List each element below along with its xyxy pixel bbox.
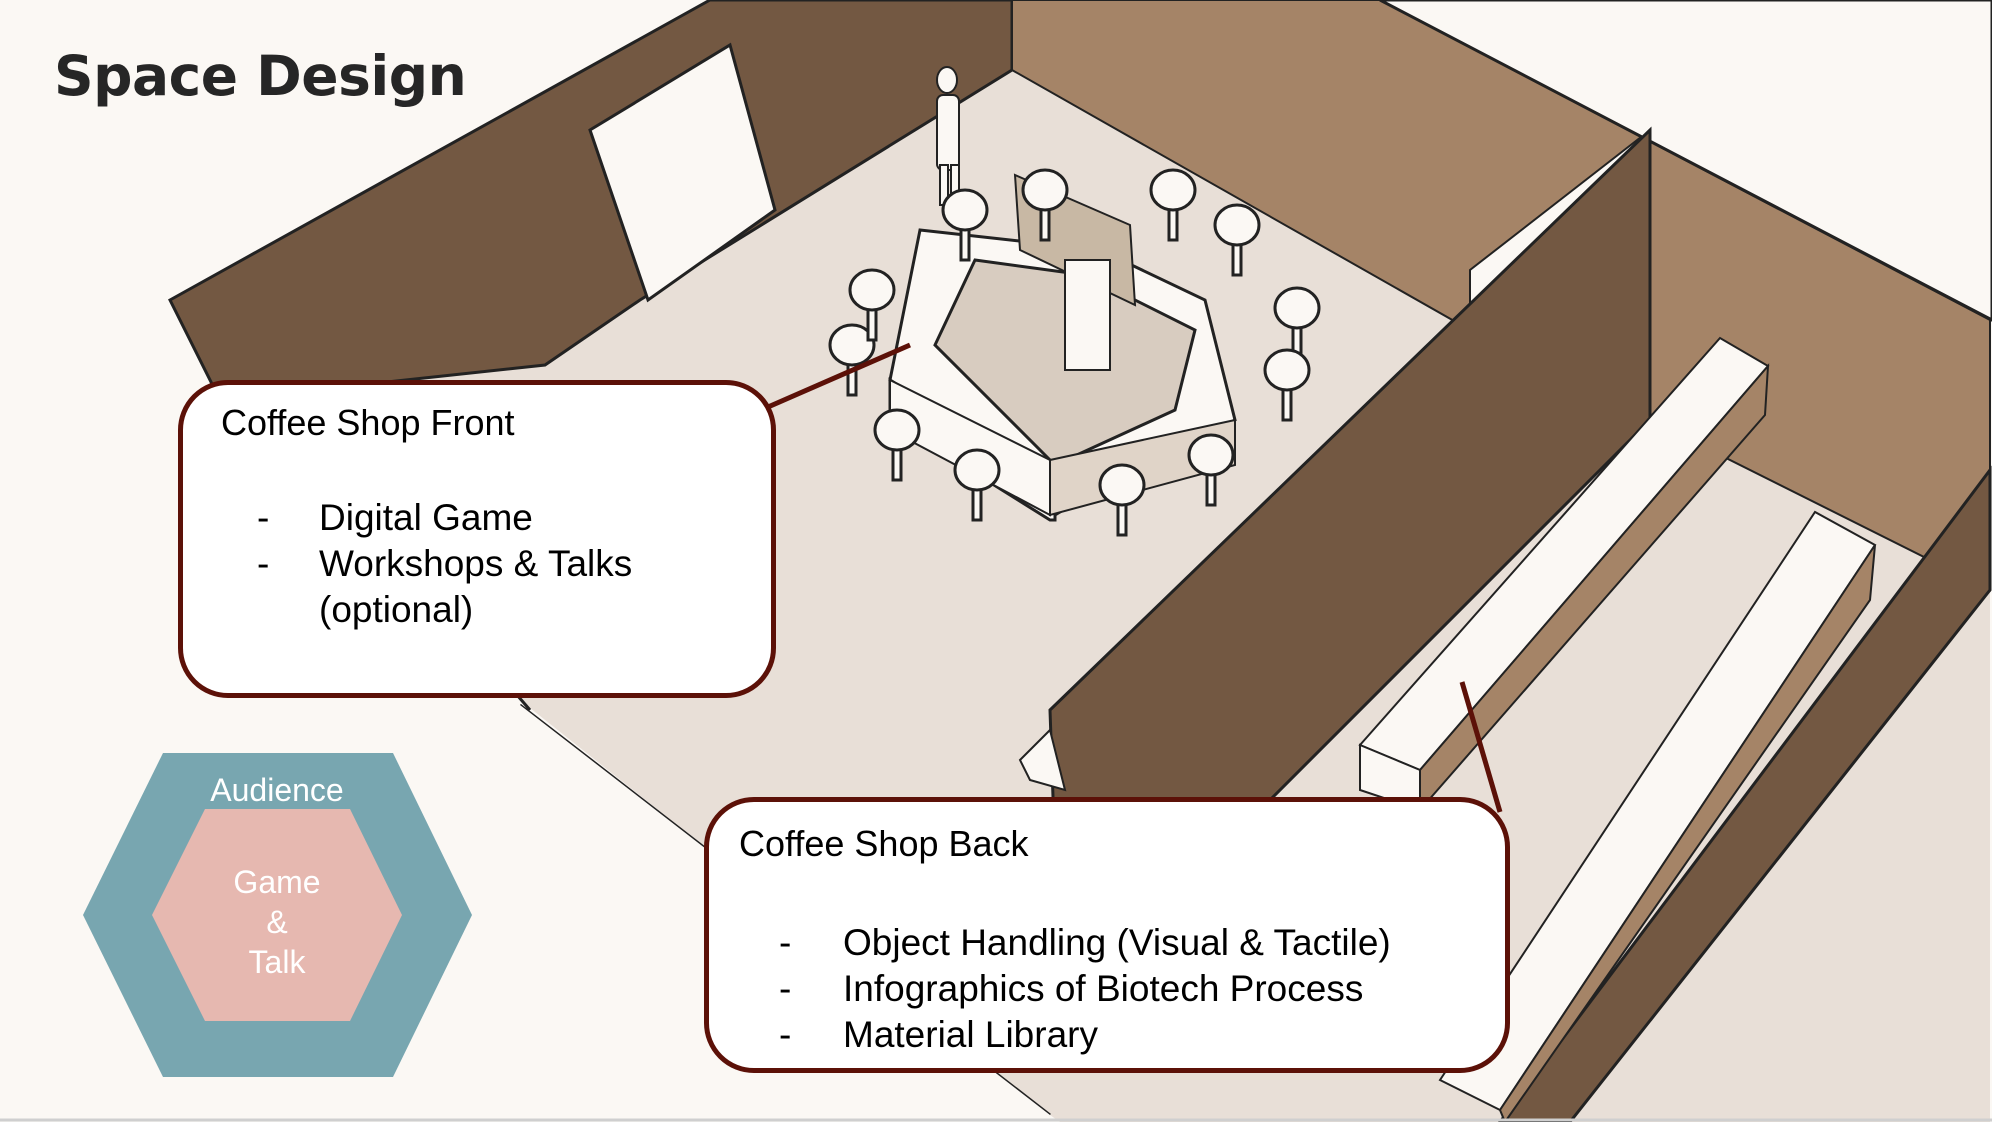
list-item-text: Material Library <box>843 1014 1098 1055</box>
exterior-top-right <box>1379 0 1992 322</box>
callout-front-leader <box>766 342 912 410</box>
stool-seat <box>1021 168 1069 212</box>
callout-back-list: - Object Handling (Visual & Tactile) - Inf… <box>739 920 1505 1058</box>
stool-seat <box>1149 168 1197 212</box>
list-item-text: Object Handling (Visual & Tactile) <box>843 922 1391 963</box>
list-item: - Digital Game <box>221 495 771 541</box>
list-item: - Object Handling (Visual & Tactile) <box>739 920 1505 966</box>
door <box>588 42 777 303</box>
stool-seat <box>1187 433 1235 477</box>
list-item: - Workshops & Talks (optional) <box>221 541 771 633</box>
menu-pillar <box>1064 259 1111 371</box>
callout-back-leader <box>1459 681 1503 813</box>
callout-coffee-shop-front: Coffee Shop Front - Digital Game - Worksho… <box>178 380 776 698</box>
bullet-dash: - <box>779 1014 792 1055</box>
list-item-text: Digital Game <box>319 497 533 538</box>
list-item-text: Workshops & Talks <box>319 543 633 584</box>
hex-inner-line: Talk <box>248 944 306 980</box>
hex-outer-label: Audience <box>210 772 344 808</box>
list-item: - Infographics of Biotech Process <box>739 966 1505 1012</box>
list-item-text-continued: (optional) <box>319 589 474 630</box>
bullet-dash: - <box>779 922 792 963</box>
shelf-2-side <box>1498 544 1876 1122</box>
bullet-dash: - <box>779 968 792 1009</box>
stool-seat <box>941 188 989 232</box>
counter-side-right <box>1049 418 1236 517</box>
callout-front-list: - Digital Game - Workshops & Talks (optiona… <box>221 495 771 633</box>
hex-inner-line: Game <box>233 864 321 900</box>
hex-inner <box>152 809 402 1021</box>
stool-seat <box>848 268 896 312</box>
stool-seat <box>828 323 876 367</box>
hex-inner-line: & <box>266 904 288 940</box>
bullet-dash: - <box>257 497 270 538</box>
stool-seat <box>1213 203 1261 247</box>
stool-seat <box>873 408 921 452</box>
stool-seat <box>1098 463 1146 507</box>
stool-seat <box>953 448 1001 492</box>
stool-seat <box>1263 348 1311 392</box>
stool-seat <box>1273 286 1321 330</box>
page-title: Space Design <box>54 44 467 108</box>
callout-back-heading: Coffee Shop Back <box>739 823 1029 864</box>
partition-cap <box>1018 728 1067 792</box>
stools <box>828 168 1321 537</box>
hex-inner-label: Game & Talk <box>127 862 427 982</box>
callout-coffee-shop-back: Coffee Shop Back - Object Handling (Visua… <box>704 797 1510 1073</box>
wall-right <box>1498 465 1992 1122</box>
bullet-dash: - <box>257 543 270 584</box>
callout-front-heading: Coffee Shop Front <box>221 402 515 443</box>
person-figure <box>936 66 960 206</box>
list-item: - Material Library <box>739 1012 1505 1058</box>
list-item-text: Infographics of Biotech Process <box>843 968 1364 1009</box>
